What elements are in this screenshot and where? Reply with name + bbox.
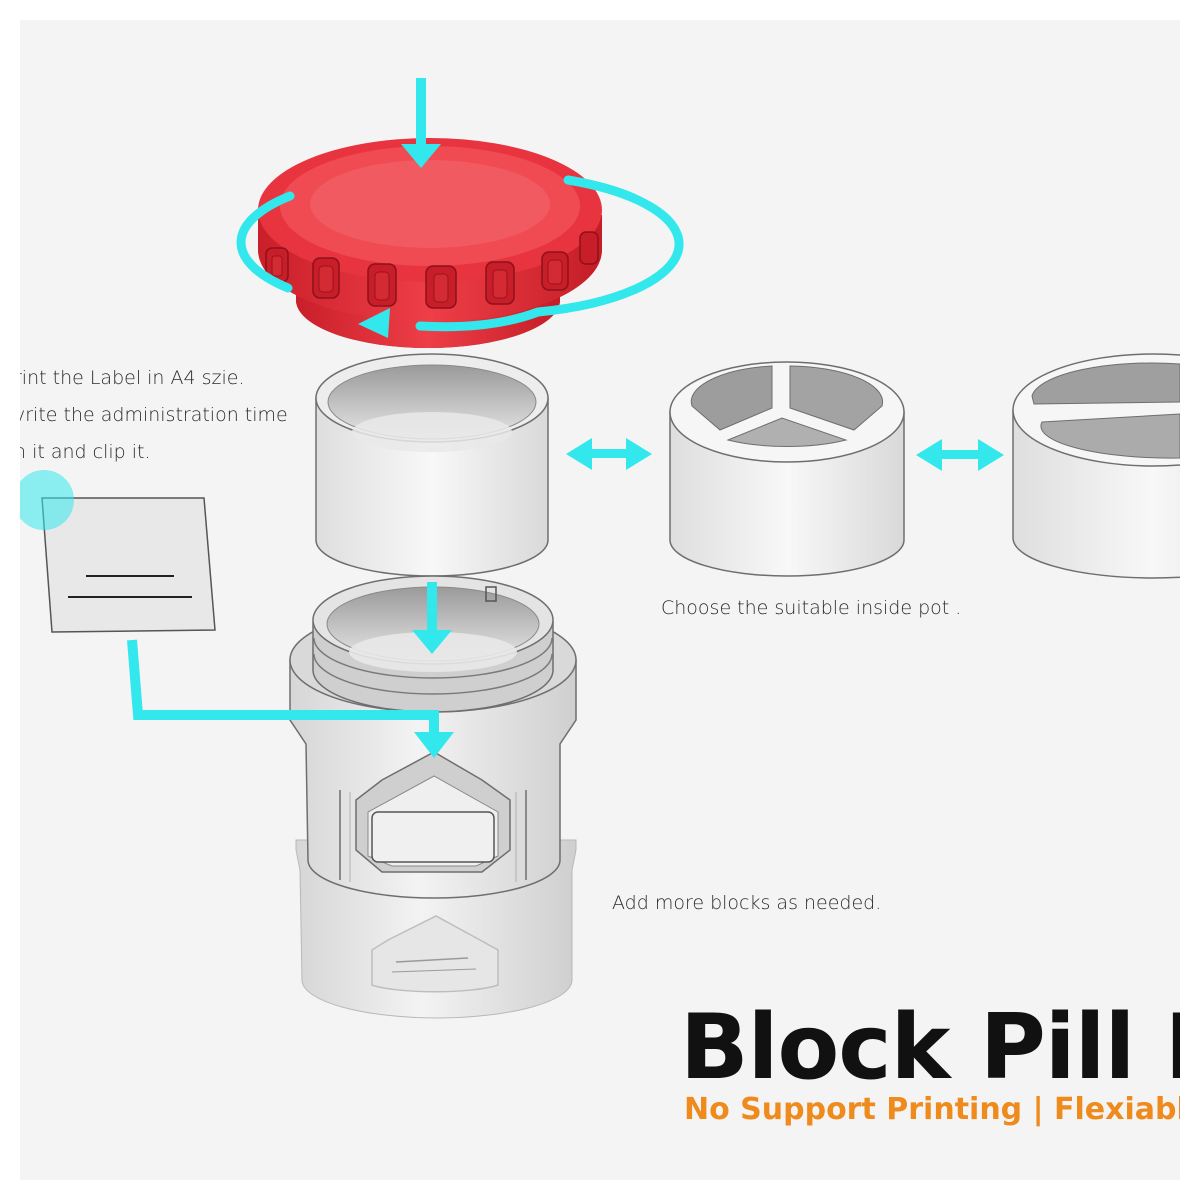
label-path-arrowhead-icon — [414, 732, 454, 758]
inner-pot-three-compartments — [669, 361, 905, 577]
label-instructions: rint the Label in A4 szie. vrite the adm… — [20, 360, 288, 471]
arrow-down-icon — [401, 78, 441, 168]
inner-pot-two-compartments — [1012, 353, 1180, 579]
rotate-arrow-icon — [236, 175, 684, 338]
product-canvas: rint the Label in A4 szie. vrite the adm… — [20, 20, 1180, 1180]
label-path-arrow-icon — [127, 639, 439, 736]
choose-pot-caption: Choose the suitable inside pot . — [661, 597, 962, 619]
add-blocks-caption: Add more blocks as needed. — [612, 892, 882, 914]
instruction-line-3: n it and clip it. — [20, 441, 151, 463]
instruction-line-1: rint the Label in A4 szie. — [20, 367, 245, 389]
instruction-line-2: vrite the administration time — [20, 404, 288, 426]
assembly-illustration — [20, 78, 1180, 1019]
inner-pot-plain — [315, 353, 549, 577]
red-cap — [258, 138, 602, 348]
product-title: Block Pill B — [680, 995, 1180, 1100]
product-subtitle: No Support Printing | Flexiable — [684, 1092, 1180, 1127]
double-arrow-icon-2 — [916, 439, 1004, 471]
double-arrow-icon — [566, 438, 652, 470]
arrow-down-icon-2 — [412, 582, 452, 654]
paper-label — [20, 470, 216, 633]
